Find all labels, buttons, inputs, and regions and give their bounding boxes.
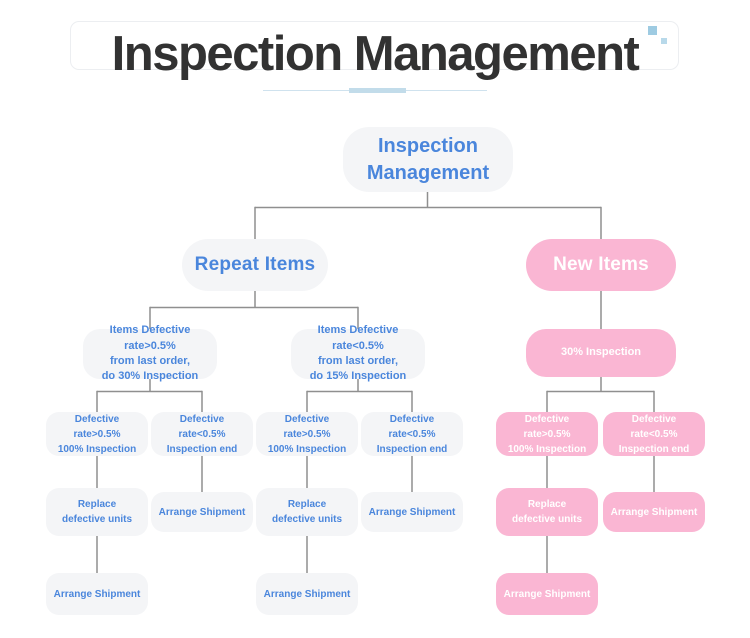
node-repeat-high-fail: Defective rate>0.5% 100% Inspection: [46, 412, 148, 456]
node-new-items: New Items: [526, 239, 676, 291]
node-new-30-inspection: 30% Inspection: [526, 329, 676, 377]
node-new-pass: Defective rate<0.5% Inspection end: [603, 412, 705, 456]
node-repeat-low-fail: Defective rate>0.5% 100% Inspection: [256, 412, 358, 456]
node-new-arrange: Arrange Shipment: [603, 492, 705, 532]
decor-square-small-icon: [661, 38, 667, 44]
node-inspection-management: Inspection Management: [343, 127, 513, 192]
node-repeat-high-replace: Replace defective units: [46, 488, 148, 536]
node-repeat-high-arrange: Arrange Shipment: [151, 492, 253, 532]
title-card: [70, 21, 679, 70]
page-title: Inspection Management: [111, 27, 640, 81]
title-underline-accent: [349, 88, 406, 93]
node-repeat-low-arrange: Arrange Shipment: [361, 492, 463, 532]
node-repeat-low-final-arrange: Arrange Shipment: [256, 573, 358, 615]
node-repeat-low-replace: Replace defective units: [256, 488, 358, 536]
node-new-final-arrange: Arrange Shipment: [496, 573, 598, 615]
node-repeat-high-rate: Items Defective rate>0.5% from last orde…: [83, 324, 217, 382]
node-repeat-high-pass: Defective rate<0.5% Inspection end: [151, 412, 253, 456]
node-repeat-low-pass: Defective rate<0.5% Inspection end: [361, 412, 463, 456]
node-repeat-high-final-arrange: Arrange Shipment: [46, 573, 148, 615]
node-new-fail: Defective rate>0.5% 100% Inspection: [496, 412, 598, 456]
node-repeat-items: Repeat Items: [182, 239, 328, 291]
node-repeat-low-rate: Items Defective rate<0.5% from last orde…: [291, 324, 425, 382]
node-new-replace: Replace defective units: [496, 488, 598, 536]
decor-square-icon: [648, 26, 657, 35]
